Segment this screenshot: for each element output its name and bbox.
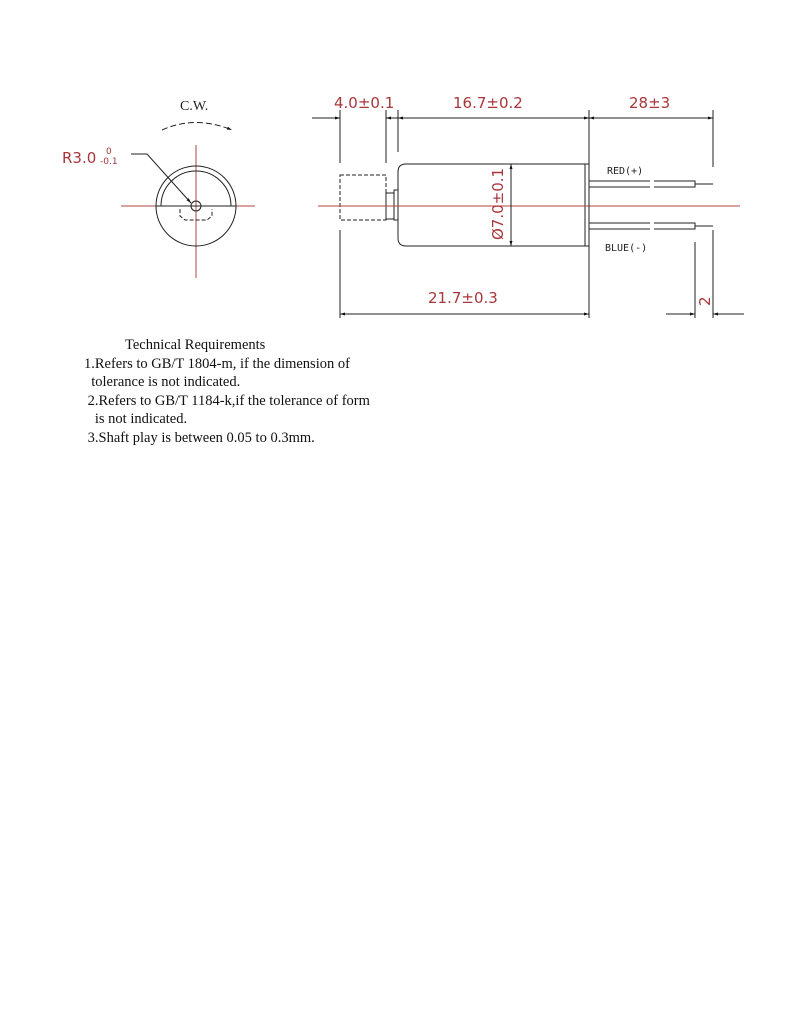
end-view <box>121 122 255 278</box>
red-wire-label: RED(+) <box>607 166 643 177</box>
requirement-line: 1.Refers to GB/T 1804-m, if the dimensio… <box>84 355 350 372</box>
dim-weight-length: 4.0±0.1 <box>334 94 394 112</box>
requirement-line: 2.Refers to GB/T 1184-k,if the tolerance… <box>84 392 370 409</box>
technical-requirements: Technical Requirements 1.Refers to GB/T … <box>84 336 370 448</box>
requirement-line: is not indicated. <box>84 411 188 428</box>
blue-wire <box>589 222 713 230</box>
requirement-line: tolerance is not indicated. <box>84 374 241 391</box>
dim-diameter: Ø7.0±0.1 <box>489 168 507 240</box>
blue-wire-label: BLUE(-) <box>605 243 647 254</box>
weight-outline <box>160 170 232 207</box>
cw-arrow <box>161 122 233 131</box>
dim-strip: 2 <box>696 296 714 306</box>
requirements-title: Technical Requirements <box>125 337 266 353</box>
cw-label: C.W. <box>180 99 208 114</box>
eccentric-weight <box>339 174 387 221</box>
dim-body-length: 16.7±0.2 <box>453 94 523 112</box>
motor-body <box>397 163 590 247</box>
radius-label: R3.0 <box>62 149 96 167</box>
radius-tol-lower: -0.1 <box>100 157 118 167</box>
requirement-line: 3.Shaft play is between 0.05 to 0.3mm. <box>84 429 315 446</box>
shaft <box>190 200 202 212</box>
side-view <box>312 110 744 318</box>
radius-tol-upper: 0 <box>106 147 112 157</box>
dim-lead-length: 28±3 <box>629 94 670 112</box>
radius-leader <box>131 153 192 204</box>
red-wire <box>589 180 713 188</box>
dim-total-length: 21.7±0.3 <box>428 289 498 307</box>
